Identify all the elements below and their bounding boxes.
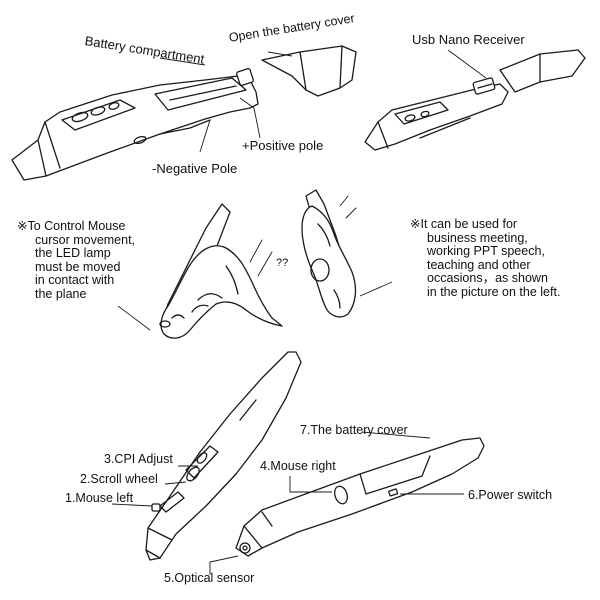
usage-note-line: ※It can be used for [410, 217, 518, 231]
battery-cover-label: 7.The battery cover [300, 423, 408, 437]
usage-note-line: working PPT speech, [427, 244, 545, 258]
scroll-wheel-label: 2.Scroll wheel [80, 472, 158, 486]
power-switch-label: 6.Power switch [468, 488, 553, 502]
hand-holding-pen-left-drawing [159, 203, 283, 339]
mouse-right-label: 4.Mouse right [260, 459, 336, 473]
pen-battery-compartment-drawing [11, 68, 259, 181]
mouse-control-note: ※To Control Mouse cursor movement, the L… [17, 219, 136, 301]
usb-nano-receiver-label: Usb Nano Receiver [412, 32, 525, 47]
pen-buttons-drawing [145, 351, 302, 561]
optical-sensor-label: 5.Optical sensor [164, 571, 255, 585]
usage-note-line: in the picture on the left. [427, 284, 561, 299]
usage-note-line: occasions，as shown [427, 271, 548, 285]
mouse-control-note-line: the LED lamp [35, 246, 111, 260]
question-marks-label: ?? [276, 257, 289, 269]
mouse-control-note-line: the plane [35, 286, 87, 301]
positive-pole-label: +Positive pole [242, 138, 324, 153]
mouse-control-note-line: in contact with [35, 273, 115, 287]
mouse-control-note-line: must be moved [35, 259, 121, 274]
mouse-control-note-line: cursor movement, [35, 232, 136, 247]
mouse-control-note-line: ※To Control Mouse [17, 219, 126, 233]
hand-holding-pen-right-drawing [301, 189, 357, 318]
negative-pole-label: -Negative Pole [152, 161, 238, 176]
battery-cover-drawing [261, 45, 357, 97]
mouse-left-label: 1.Mouse left [65, 491, 134, 505]
cpi-adjust-label: 3.CPI Adjust [104, 452, 173, 466]
pen-cover-switch-drawing [235, 437, 485, 557]
usage-note-line: teaching and other [427, 257, 531, 272]
usage-note: ※It can be used for business meeting, wo… [410, 217, 561, 299]
pen-usb-receiver-drawing [364, 49, 586, 151]
usage-note-line: business meeting, [427, 230, 528, 245]
